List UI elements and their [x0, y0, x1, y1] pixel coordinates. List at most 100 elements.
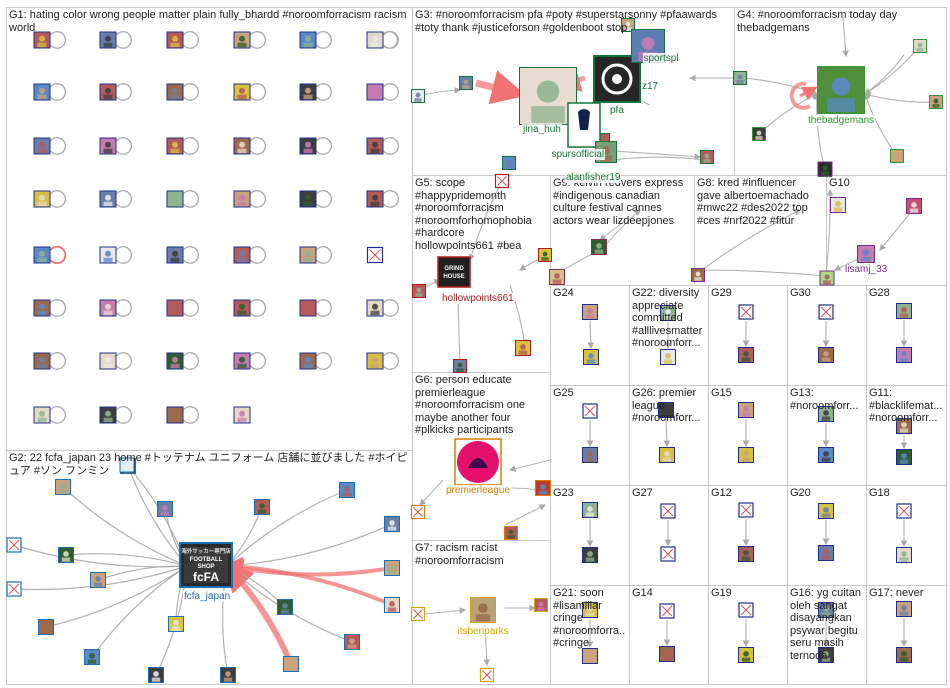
vertex-avatar[interactable]	[582, 447, 598, 463]
vertex-avatar[interactable]	[34, 84, 51, 101]
vertex-avatar[interactable]	[34, 300, 51, 317]
missing-image-vertex[interactable]	[739, 603, 753, 617]
vertex-avatar[interactable]	[906, 198, 922, 214]
vertex-avatar[interactable]	[818, 545, 834, 561]
vertex-avatar[interactable]	[234, 247, 251, 264]
vertex-avatar[interactable]	[738, 347, 754, 363]
vertex-avatar[interactable]	[820, 271, 835, 286]
vertex-avatar[interactable]	[34, 191, 51, 208]
vertex-avatar[interactable]	[234, 300, 251, 317]
vertex-avatar[interactable]	[167, 353, 184, 370]
vertex-avatar[interactable]	[100, 247, 117, 264]
vertex-avatar[interactable]	[818, 447, 834, 463]
vertex-avatar[interactable]	[691, 268, 705, 282]
vertex-avatar[interactable]	[502, 156, 516, 170]
vertex-avatar[interactable]	[818, 162, 833, 177]
vertex-label-pfa[interactable]: pfa	[609, 105, 625, 116]
vertex-avatar[interactable]	[34, 353, 51, 370]
vertex-avatar[interactable]	[300, 138, 317, 155]
vertex-avatar[interactable]	[504, 526, 518, 540]
missing-image-vertex[interactable]	[583, 404, 597, 418]
vertex-avatar[interactable]	[300, 191, 317, 208]
vertex-avatar[interactable]	[100, 407, 117, 424]
vertex-avatar[interactable]	[339, 482, 355, 498]
vertex-avatar[interactable]	[277, 599, 293, 615]
vertex-label-thebadgemans[interactable]: thebadgemans	[807, 115, 875, 126]
vertex-avatar[interactable]	[896, 449, 912, 465]
vertex-avatar[interactable]	[38, 619, 54, 635]
premierleague-hub-avatar[interactable]	[455, 439, 501, 485]
vertex-avatar[interactable]	[660, 349, 676, 365]
missing-image-vertex[interactable]	[661, 547, 675, 561]
spursofficial-hub-avatar[interactable]	[568, 103, 600, 147]
vertex-avatar[interactable]	[896, 303, 912, 319]
vertex-avatar[interactable]	[100, 353, 117, 370]
vertex-avatar[interactable]	[367, 84, 384, 101]
vertex-avatar[interactable]	[929, 95, 943, 109]
vertex-avatar[interactable]	[167, 138, 184, 155]
vertex-avatar[interactable]	[367, 138, 384, 155]
vertex-avatar[interactable]	[367, 191, 384, 208]
vertex-avatar[interactable]	[591, 239, 607, 255]
missing-image-vertex[interactable]	[660, 604, 674, 618]
missing-image-vertex[interactable]	[739, 503, 753, 517]
vertex-avatar[interactable]	[100, 191, 117, 208]
vertex-avatar[interactable]	[896, 547, 912, 563]
vertex-avatar[interactable]	[752, 127, 766, 141]
missing-image-vertex[interactable]	[412, 506, 425, 519]
vertex-avatar[interactable]	[384, 597, 400, 613]
vertex-avatar[interactable]	[582, 502, 598, 518]
missing-image-vertex[interactable]	[739, 305, 753, 319]
vertex-label-fcfa-japan[interactable]: fcfa_japan	[183, 591, 231, 602]
vertex-avatar[interactable]	[817, 66, 865, 114]
vertex-avatar[interactable]	[220, 667, 236, 683]
vertex-avatar[interactable]	[830, 197, 846, 213]
vertex-avatar[interactable]	[535, 480, 551, 496]
vertex-avatar[interactable]	[896, 347, 912, 363]
vertex-avatar[interactable]	[459, 76, 473, 90]
vertex-avatar[interactable]	[167, 300, 184, 317]
missing-image-vertex[interactable]	[7, 538, 21, 552]
vertex-avatar[interactable]	[582, 547, 598, 563]
vertex-avatar[interactable]	[167, 191, 184, 208]
vertex-label-jina-huh[interactable]: jina_huh	[522, 124, 562, 135]
vertex-avatar[interactable]	[300, 353, 317, 370]
missing-image-vertex[interactable]	[412, 608, 425, 621]
vertex-avatar[interactable]	[411, 89, 425, 103]
vertex-avatar[interactable]	[100, 300, 117, 317]
missing-image-vertex[interactable]	[819, 305, 833, 319]
vertex-avatar[interactable]	[234, 407, 251, 424]
vertex-label-itsbenparks[interactable]: itsbenparks	[457, 626, 510, 637]
vertex-avatar[interactable]	[100, 84, 117, 101]
vertex-avatar[interactable]	[659, 447, 675, 463]
vertex-avatar[interactable]	[384, 516, 400, 532]
vertex-avatar[interactable]	[738, 447, 754, 463]
vertex-avatar[interactable]	[738, 546, 754, 562]
vertex-avatar[interactable]	[534, 598, 548, 612]
vertex-avatar[interactable]	[34, 32, 51, 49]
vertex-avatar[interactable]	[90, 572, 106, 588]
vertex-avatar[interactable]	[234, 84, 251, 101]
vertex-avatar[interactable]	[582, 648, 598, 664]
vertex-avatar[interactable]	[148, 667, 164, 683]
vertex-avatar[interactable]	[700, 150, 714, 164]
vertex-avatar[interactable]	[34, 407, 51, 424]
vertex-avatar[interactable]	[367, 300, 384, 317]
vertex-avatar[interactable]	[100, 138, 117, 155]
vertex-avatar[interactable]	[300, 84, 317, 101]
vertex-avatar[interactable]	[167, 32, 184, 49]
vertex-avatar[interactable]	[412, 284, 426, 298]
vertex-avatar[interactable]	[100, 32, 117, 49]
vertex-avatar[interactable]	[167, 247, 184, 264]
vertex-avatar[interactable]	[857, 245, 875, 263]
vertex-avatar[interactable]	[234, 353, 251, 370]
vertex-avatar[interactable]	[582, 304, 598, 320]
vertex-avatar[interactable]	[167, 407, 184, 424]
vertex-avatar[interactable]	[234, 32, 251, 49]
missing-image-vertex[interactable]	[897, 504, 911, 518]
vertex-avatar[interactable]	[659, 646, 675, 662]
vertex-avatar[interactable]	[34, 247, 51, 264]
vertex-label-spursofficial[interactable]: spursofficial	[551, 149, 606, 160]
vertex-avatar[interactable]	[157, 501, 173, 517]
